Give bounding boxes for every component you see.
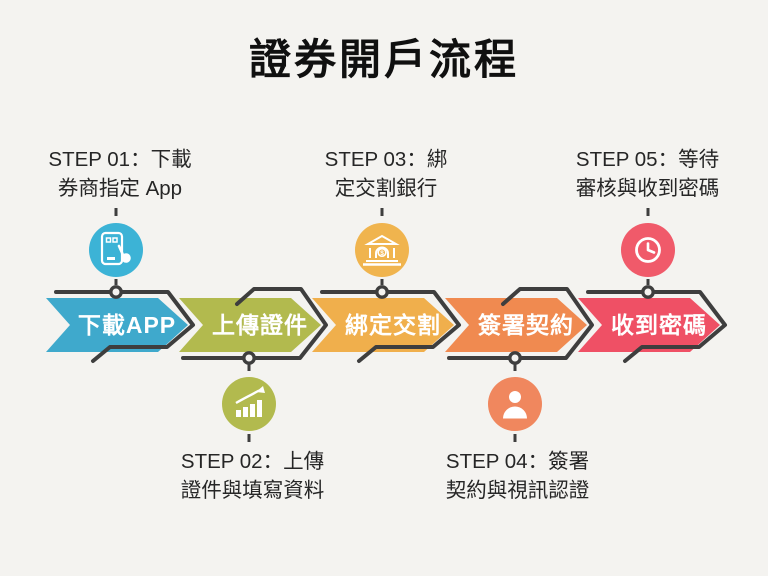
step-2-label: STEP 02：上傳 證件與填寫資料 <box>150 448 355 505</box>
arrow-step-5 <box>578 298 720 352</box>
arrow-outlines <box>54 287 727 363</box>
arrow-step-3-label: 綁定交割 <box>345 312 441 338</box>
step-3-label-line1: STEP 03：綁 <box>324 148 448 171</box>
connector-rings <box>109 285 655 365</box>
arrow-outline-step-5 <box>586 290 727 363</box>
step-4-label-line1: STEP 04：簽署 <box>445 450 590 473</box>
step-2-label-line1: STEP 02：上傳 <box>180 450 325 473</box>
svg-text:$: $ <box>380 250 384 257</box>
step-2-icon-badge <box>222 377 276 431</box>
step-3-label: STEP 03：綁 定交割銀行 <box>286 146 486 203</box>
arrow-step-2-label: 上傳證件 <box>212 312 308 338</box>
step-3-label-line2: 定交割銀行 <box>334 176 438 200</box>
arrow-step-1 <box>46 298 188 352</box>
step-1-label: STEP 01：下載 券商指定 App <box>20 146 220 203</box>
arrow-step-4-label: 簽署契約 <box>478 312 574 338</box>
connector-ring <box>109 285 123 299</box>
step-5-label: STEP 05：等待 審核與收到密碼 <box>545 146 750 203</box>
arrow-step-1-label: 下載APP <box>77 312 177 338</box>
connector-ring <box>242 351 256 365</box>
step-1-label-line1: STEP 01：下載 <box>48 148 192 171</box>
bank-icon: $ <box>363 234 401 266</box>
step-1-icon-badge <box>89 223 143 277</box>
connector-dashes <box>114 208 650 442</box>
step-5-label-line2: 審核與收到密碼 <box>575 176 720 200</box>
page-title: 證券開戶流程 <box>248 36 519 83</box>
connector-ring <box>508 351 522 365</box>
bar-chart-growth-icon <box>235 386 265 417</box>
arrow-step-5-label: 收到密碼 <box>611 312 707 338</box>
arrow-step-2 <box>179 298 321 352</box>
arrow-step-4 <box>445 298 587 352</box>
clock-icon <box>635 237 661 263</box>
connector-ring <box>375 285 389 299</box>
arrow-outline-step-3 <box>320 290 461 363</box>
connector-ring <box>641 285 655 299</box>
arrow-step-3 <box>312 298 454 352</box>
arrow-outline-step-2 <box>181 287 328 360</box>
arrow-outline-step-4 <box>447 287 594 360</box>
arrow-outline-step-1 <box>54 290 195 363</box>
step-1-label-line2: 券商指定 App <box>57 176 183 200</box>
step-4-label: STEP 04：簽署 契約與視訊認證 <box>415 448 620 505</box>
step-4-label-line2: 契約與視訊認證 <box>445 478 590 502</box>
phone-tap-icon <box>100 231 131 266</box>
step-4-icon-badge <box>488 377 542 431</box>
person-icon <box>503 391 527 419</box>
step-5-label-line1: STEP 05：等待 <box>575 148 720 171</box>
step-2-label-line2: 證件與填寫資料 <box>180 478 325 502</box>
